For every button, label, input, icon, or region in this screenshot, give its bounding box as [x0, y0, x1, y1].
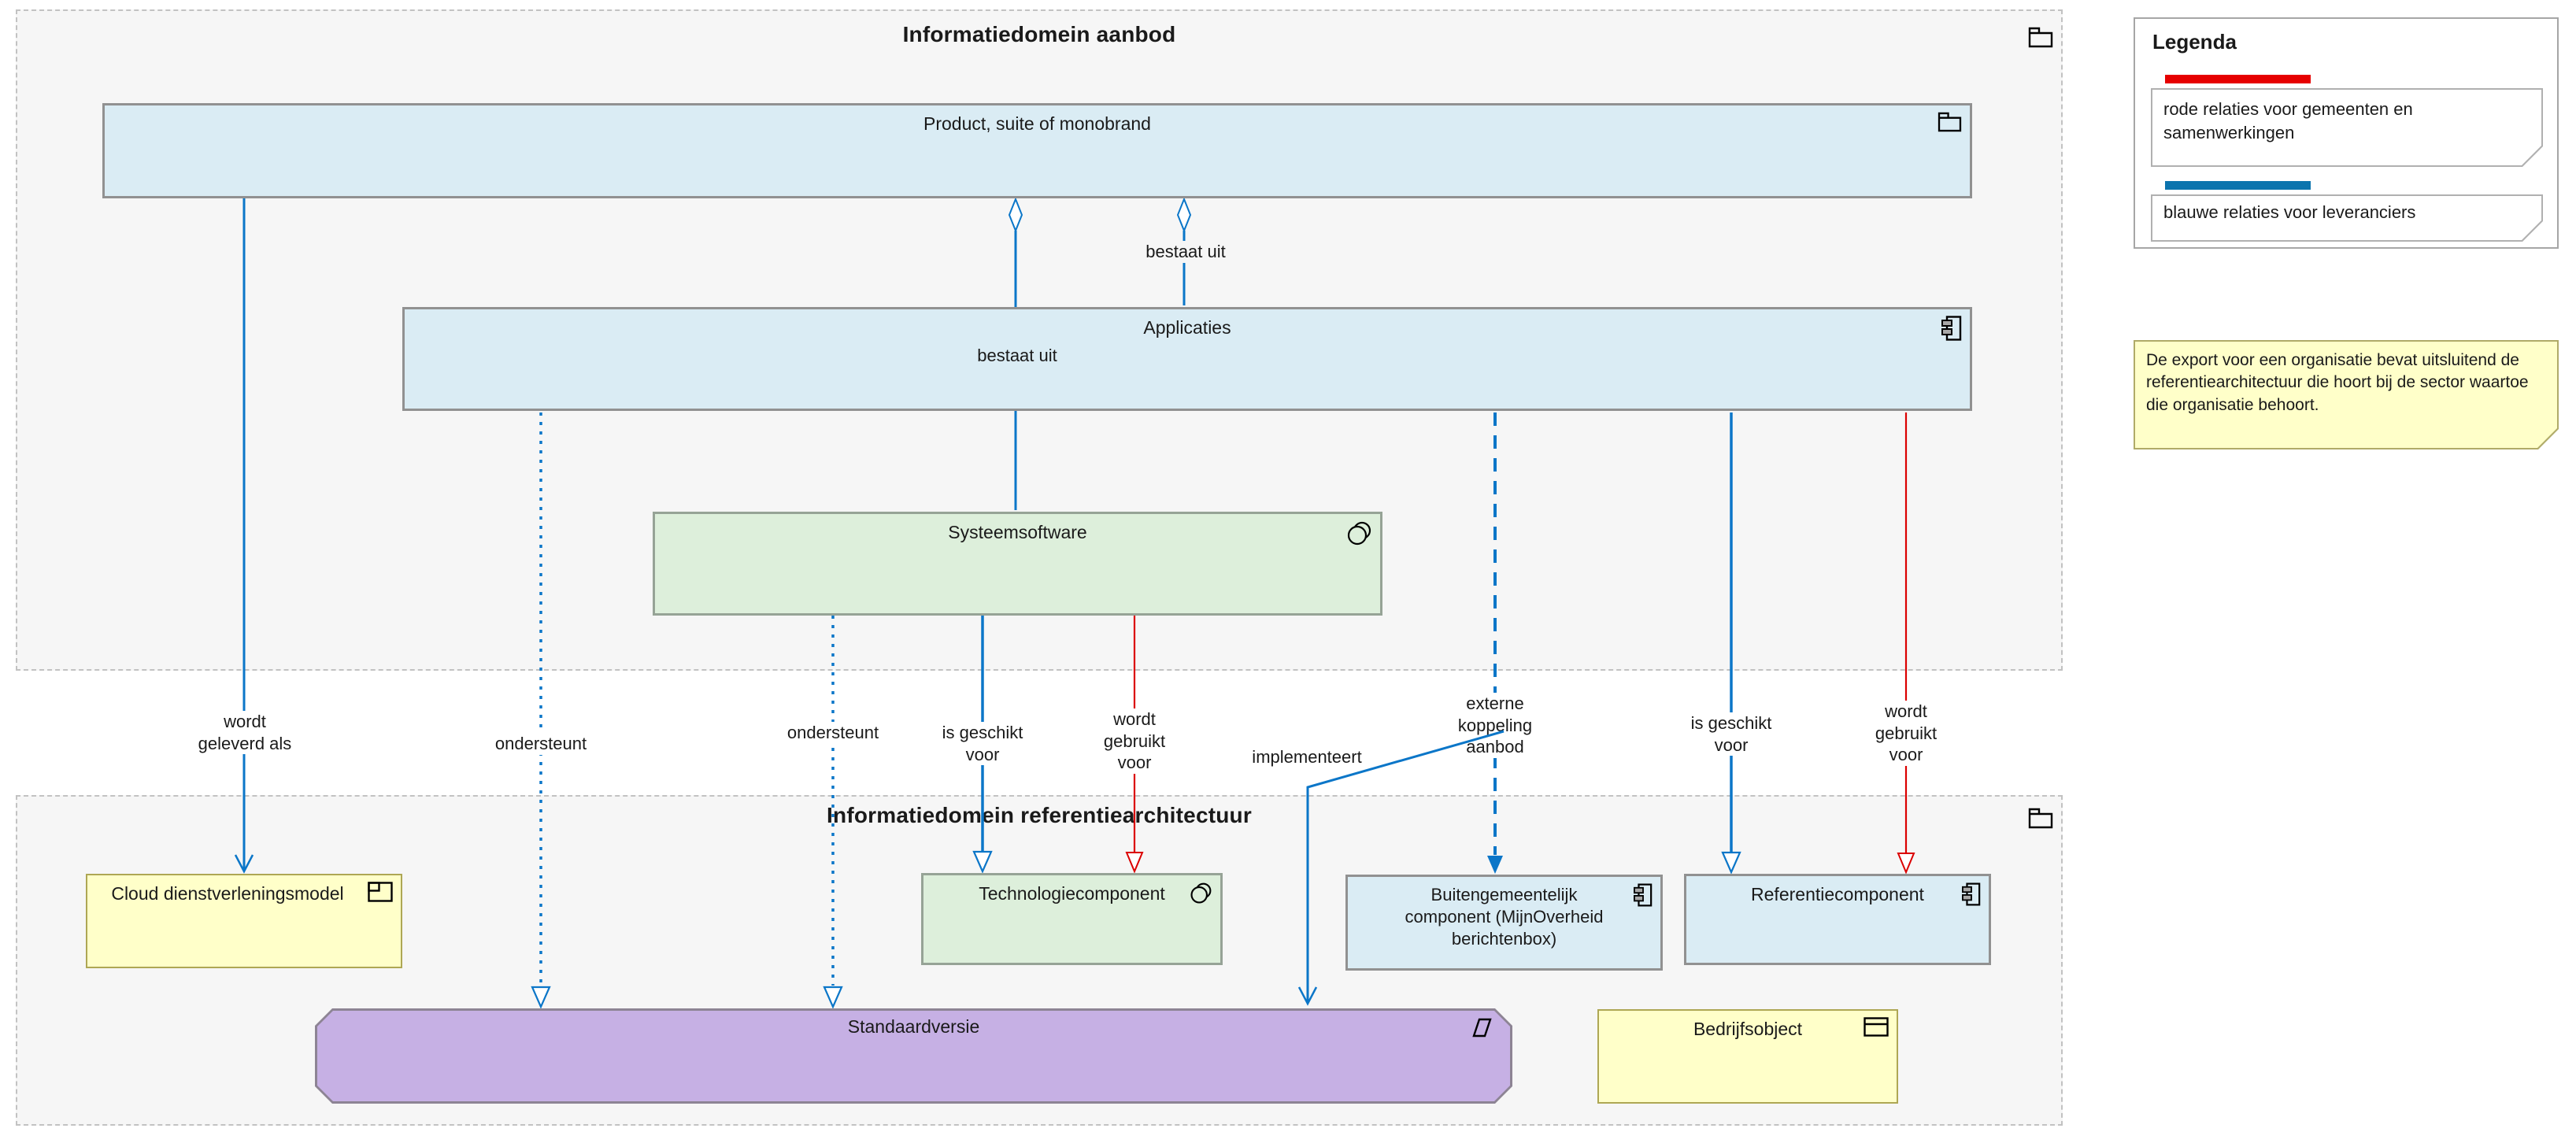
folder-icon	[2028, 27, 2053, 48]
element-label: Technologiecomponent	[979, 883, 1165, 904]
element-label: Buitengemeentelijk component (MijnOverhe…	[1405, 885, 1604, 949]
container-aanbod-title: Informatiedomein aanbod	[902, 22, 1176, 46]
relation-ondersteunt-applicaties[interactable]	[531, 412, 551, 1009]
relation-label-is-geschikt-voor: is geschikt voor	[938, 722, 1027, 765]
element-referentiecomponent[interactable]: Referentiecomponent	[1684, 874, 1991, 965]
legend-blue-line-swatch	[2165, 181, 2311, 190]
element-applicaties[interactable]: Applicaties	[402, 307, 1972, 411]
element-systeemsoftware[interactable]: Systeemsoftware	[653, 512, 1382, 616]
business-object-icon	[1864, 1017, 1889, 1037]
legend-title: Legenda	[2152, 30, 2237, 54]
element-label: Systeemsoftware	[948, 522, 1087, 542]
element-label: Standaardversie	[847, 1016, 980, 1037]
relation-label-wordt-gebruikt-voor: wordt gebruikt voor	[1099, 708, 1170, 774]
relation-label-is-geschikt-voor: is geschikt voor	[1686, 712, 1776, 756]
relation-label-ondersteunt: ondersteunt	[783, 722, 883, 744]
relation-label-ondersteunt: ondersteunt	[490, 733, 591, 755]
relation-label-externe-koppeling-aanbod: externe koppeling aanbod	[1453, 693, 1537, 758]
element-cloud-dienstverleningsmodel[interactable]: Cloud dienstverleningsmodel	[86, 874, 402, 968]
relation-wordt-gebruikt-voor-referentie[interactable]	[1897, 412, 1915, 875]
relation-label-wordt-geleverd-als: wordt geleverd als	[194, 711, 296, 754]
relation-label-bestaat-uit: bestaat uit	[1142, 241, 1230, 263]
element-product-suite-monobrand[interactable]: Product, suite of monobrand	[102, 103, 1972, 198]
relation-ondersteunt-systeemsoftware[interactable]	[823, 616, 843, 1009]
relation-label-bestaat-uit: bestaat uit	[973, 345, 1061, 367]
relation-wordt-geleverd-als[interactable]	[234, 198, 254, 874]
export-note: De export voor een organisatie bevat uit…	[2134, 340, 2559, 449]
system-software-icon	[1189, 882, 1212, 905]
relation-label-wordt-gebruikt-voor: wordt gebruikt voor	[1871, 701, 1941, 766]
legend: Legenda rode relaties voor gemeenten en …	[2134, 17, 2559, 249]
container-referentie-title: Informatiedomein referentiearchitectuur	[827, 803, 1252, 827]
element-label: Bedrijfsobject	[1693, 1019, 1803, 1039]
application-component-icon	[1962, 882, 1981, 906]
legend-red-line-swatch	[2165, 75, 2311, 83]
product-icon	[368, 882, 393, 902]
element-standaardversie[interactable]: Standaardversie	[315, 1008, 1512, 1104]
system-software-icon	[1345, 520, 1372, 547]
relation-externe-koppeling-aanbod[interactable]	[1487, 412, 1503, 874]
element-label: Applicaties	[1143, 317, 1231, 338]
application-component-icon	[1634, 883, 1653, 907]
element-buitengemeentelijk-component[interactable]: Buitengemeentelijk component (MijnOverhe…	[1345, 875, 1663, 971]
legend-note-red-text: rode relaties voor gemeenten en samenwer…	[2163, 99, 2413, 142]
element-technologiecomponent[interactable]: Technologiecomponent	[921, 873, 1223, 965]
element-label: Product, suite of monobrand	[923, 113, 1151, 134]
folder-icon	[2028, 808, 2053, 829]
element-label: Referentiecomponent	[1751, 884, 1924, 904]
export-note-text: De export voor een organisatie bevat uit…	[2146, 351, 2529, 414]
element-bedrijfsobject[interactable]: Bedrijfsobject	[1597, 1009, 1898, 1104]
relation-is-geschikt-voor-referentie[interactable]	[1721, 412, 1741, 875]
legend-note-red: rode relaties voor gemeenten en samenwer…	[2151, 88, 2543, 167]
legend-note-blue: blauwe relaties voor leveranciers	[2151, 194, 2543, 242]
relation-implementeert[interactable]	[1297, 730, 1505, 1006]
element-label: Cloud dienstverleningsmodel	[111, 883, 344, 904]
legend-note-blue-text: blauwe relaties voor leveranciers	[2163, 202, 2416, 222]
relation-label-implementeert: implementeert	[1248, 746, 1366, 768]
standaardversie-icon	[1470, 1016, 1493, 1038]
folder-icon	[1938, 112, 1962, 132]
application-component-icon	[1941, 316, 1962, 341]
